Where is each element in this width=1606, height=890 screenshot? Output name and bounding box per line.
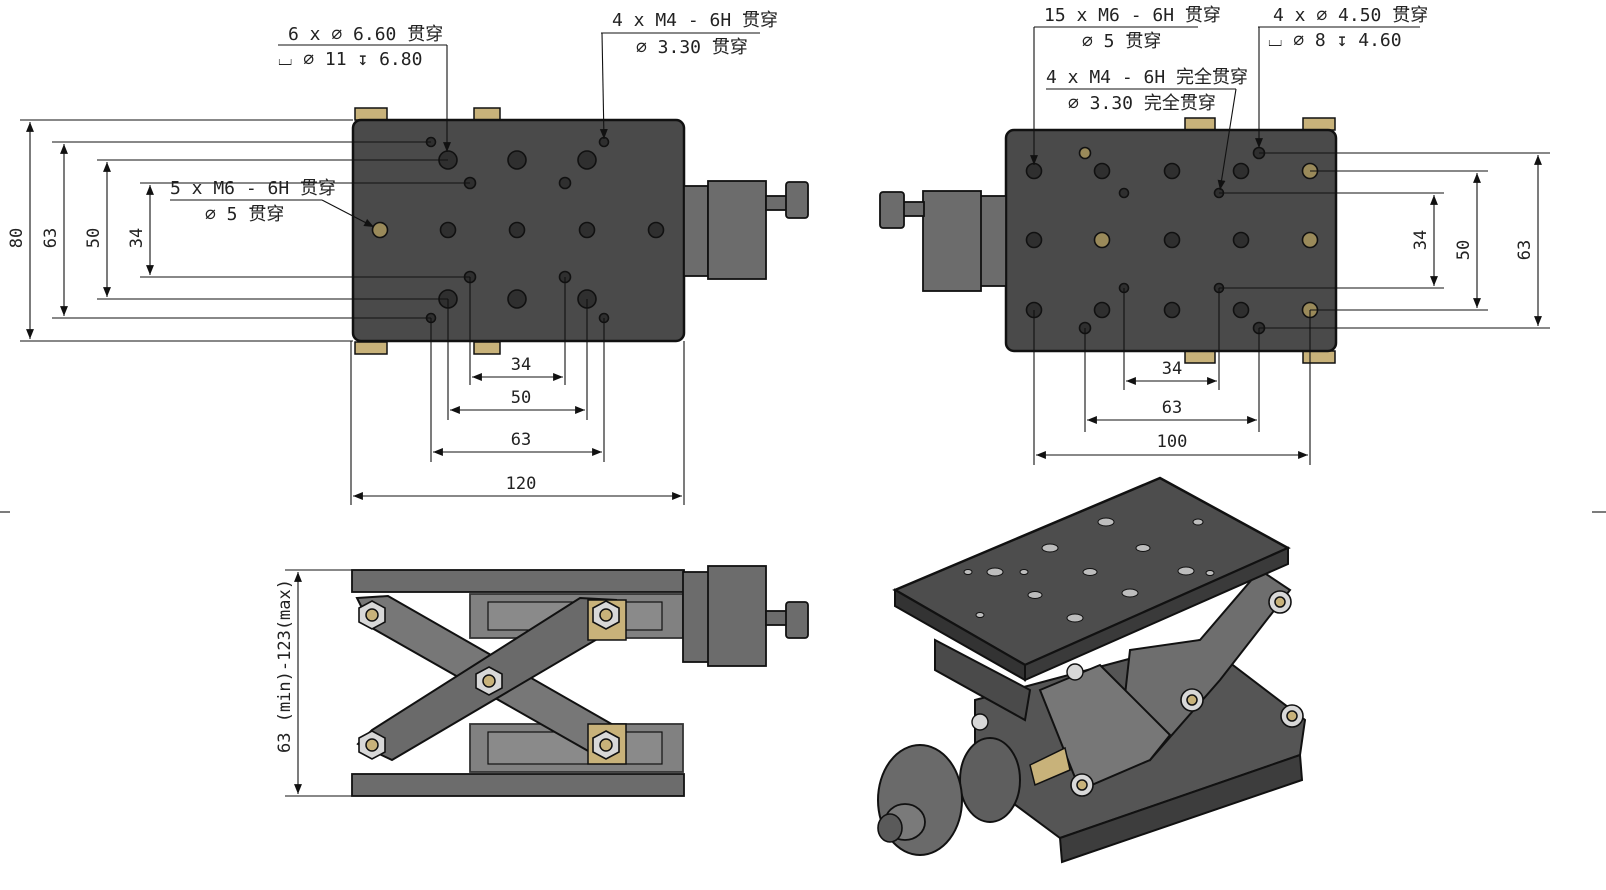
svg-text:∅ 3.30 完全贯穿: ∅ 3.30 完全贯穿 <box>1068 93 1216 114</box>
dim-label-h-50: 50 <box>511 388 531 408</box>
svg-text:∅ 5 贯穿: ∅ 5 贯穿 <box>1082 31 1161 52</box>
horizontal-extension-lines <box>350 277 685 505</box>
lower-rail <box>351 773 685 797</box>
note-5x-m6: 5 x M6 - 6H 贯穿 ∅ 5 贯穿 <box>170 178 375 228</box>
svg-text:⌴ ∅ 11 ↧ 6.80: ⌴ ∅ 11 ↧ 6.80 <box>278 49 422 70</box>
iso-nuts <box>971 590 1304 797</box>
upper-rail <box>351 569 685 593</box>
dim-r-label-h-34: 34 <box>1162 359 1182 379</box>
dim-label-h-120: 120 <box>506 474 537 494</box>
dim-r-label-63: 63 <box>1515 240 1535 260</box>
vertical-extension-lines-right <box>1219 152 1550 329</box>
top-left-view: 80 63 50 34 34 50 63 120 6 x ∅ 6.60 贯穿 ⌴… <box>7 10 809 505</box>
dim-label-h-34: 34 <box>511 355 531 375</box>
svg-text:15 x M6 - 6H 贯穿: 15 x M6 - 6H 贯穿 <box>1044 5 1221 26</box>
svg-text:∅ 3.30 贯穿: ∅ 3.30 贯穿 <box>636 37 748 58</box>
svg-text:6 x ∅ 6.60 贯穿: 6 x ∅ 6.60 贯穿 <box>288 24 443 45</box>
dim-label-80: 80 <box>7 228 27 248</box>
note-6x-hole: 6 x ∅ 6.60 贯穿 ⌴ ∅ 11 ↧ 6.80 <box>278 24 451 152</box>
svg-text:4 x M4 - 6H 贯穿: 4 x M4 - 6H 贯穿 <box>612 10 778 31</box>
dim-label-34: 34 <box>127 228 147 248</box>
note-4x-450: 4 x ∅ 4.50 贯穿 ⌴ ∅ 8 ↧ 4.60 <box>1255 5 1428 148</box>
iso-holes <box>963 517 1215 623</box>
horizontal-extension-lines-right <box>1033 288 1311 465</box>
note-4x-m4-full: 4 x M4 - 6H 完全贯穿 ∅ 3.30 完全贯穿 <box>1046 67 1248 191</box>
dim-label-63: 63 <box>41 228 61 248</box>
top-right-view: 34 50 63 34 63 100 15 x M6 - 6H 贯穿 ∅ 5 贯… <box>879 5 1550 465</box>
adjustment-knob <box>683 180 809 280</box>
vertical-extension-lines <box>20 119 470 342</box>
dim-r-label-50: 50 <box>1454 240 1474 260</box>
svg-text:4 x ∅ 4.50 贯穿: 4 x ∅ 4.50 贯穿 <box>1273 5 1428 26</box>
height-range-label: 63 (min)-123(max) <box>275 579 295 753</box>
svg-text:4 x M4 - 6H 完全贯穿: 4 x M4 - 6H 完全贯穿 <box>1046 67 1248 88</box>
plate-holes-right <box>1025 146 1319 335</box>
hex-nuts <box>358 600 620 760</box>
adjustment-knob-right <box>879 190 1007 292</box>
note-15x-m6: 15 x M6 - 6H 贯穿 ∅ 5 贯穿 <box>1030 5 1221 165</box>
dim-r-label-h-63: 63 <box>1162 398 1182 418</box>
iso-knob <box>877 737 1021 856</box>
dim-label-h-63: 63 <box>511 430 531 450</box>
side-view: 63 (min)-123(max) <box>275 565 809 797</box>
svg-text:∅ 5 贯穿: ∅ 5 贯穿 <box>205 204 284 225</box>
side-knob <box>682 565 809 667</box>
svg-text:5 x M6 - 6H 贯穿: 5 x M6 - 6H 贯穿 <box>170 178 336 199</box>
svg-text:⌴ ∅ 8 ↧ 4.60: ⌴ ∅ 8 ↧ 4.60 <box>1268 30 1402 51</box>
dim-label-50: 50 <box>84 228 104 248</box>
dim-r-label-h-100: 100 <box>1157 432 1188 452</box>
dim-r-label-34: 34 <box>1411 230 1431 250</box>
isometric-view <box>877 476 1307 864</box>
note-4x-m4: 4 x M4 - 6H 贯穿 ∅ 3.30 贯穿 <box>599 10 778 140</box>
plate-holes <box>371 136 665 324</box>
